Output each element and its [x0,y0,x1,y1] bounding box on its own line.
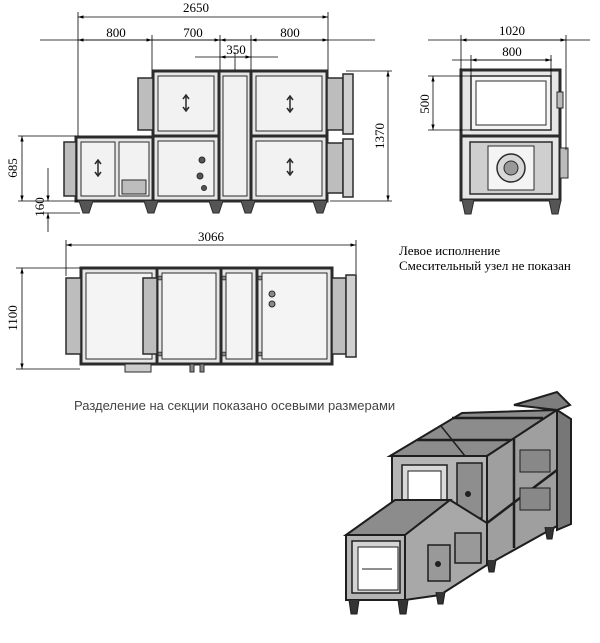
front-elevation [63,69,354,214]
note-mixing-unit: Смесительный узел не показан [399,258,571,273]
dim-end-opening-height: 500 [417,94,432,114]
front-dimensions [18,12,392,232]
dim-leg-height: 160 [32,197,47,217]
dim-plan-width: 1100 [5,305,20,331]
dim-lower-height: 685 [5,158,20,178]
end-elevation [459,68,569,215]
end-dimensions [428,35,590,150]
plan-dimensions [16,240,357,370]
dim-end-width: 1020 [499,23,525,38]
note-left-version: Левое исполнение [399,243,501,258]
section-caption: Разделение на секции показано осевыми ра… [74,398,396,413]
dim-total-length: 2650 [183,0,209,15]
dim-end-inner-width: 800 [502,44,522,59]
dim-section-2: 700 [183,25,203,40]
dim-total-height: 1370 [372,123,387,149]
dim-section-1: 800 [106,25,126,40]
plan-view [65,266,357,373]
isometric-view [342,390,572,615]
dim-section-3: 800 [280,25,300,40]
dim-middle-section: 350 [226,42,246,57]
dim-plan-length: 3066 [198,229,225,244]
